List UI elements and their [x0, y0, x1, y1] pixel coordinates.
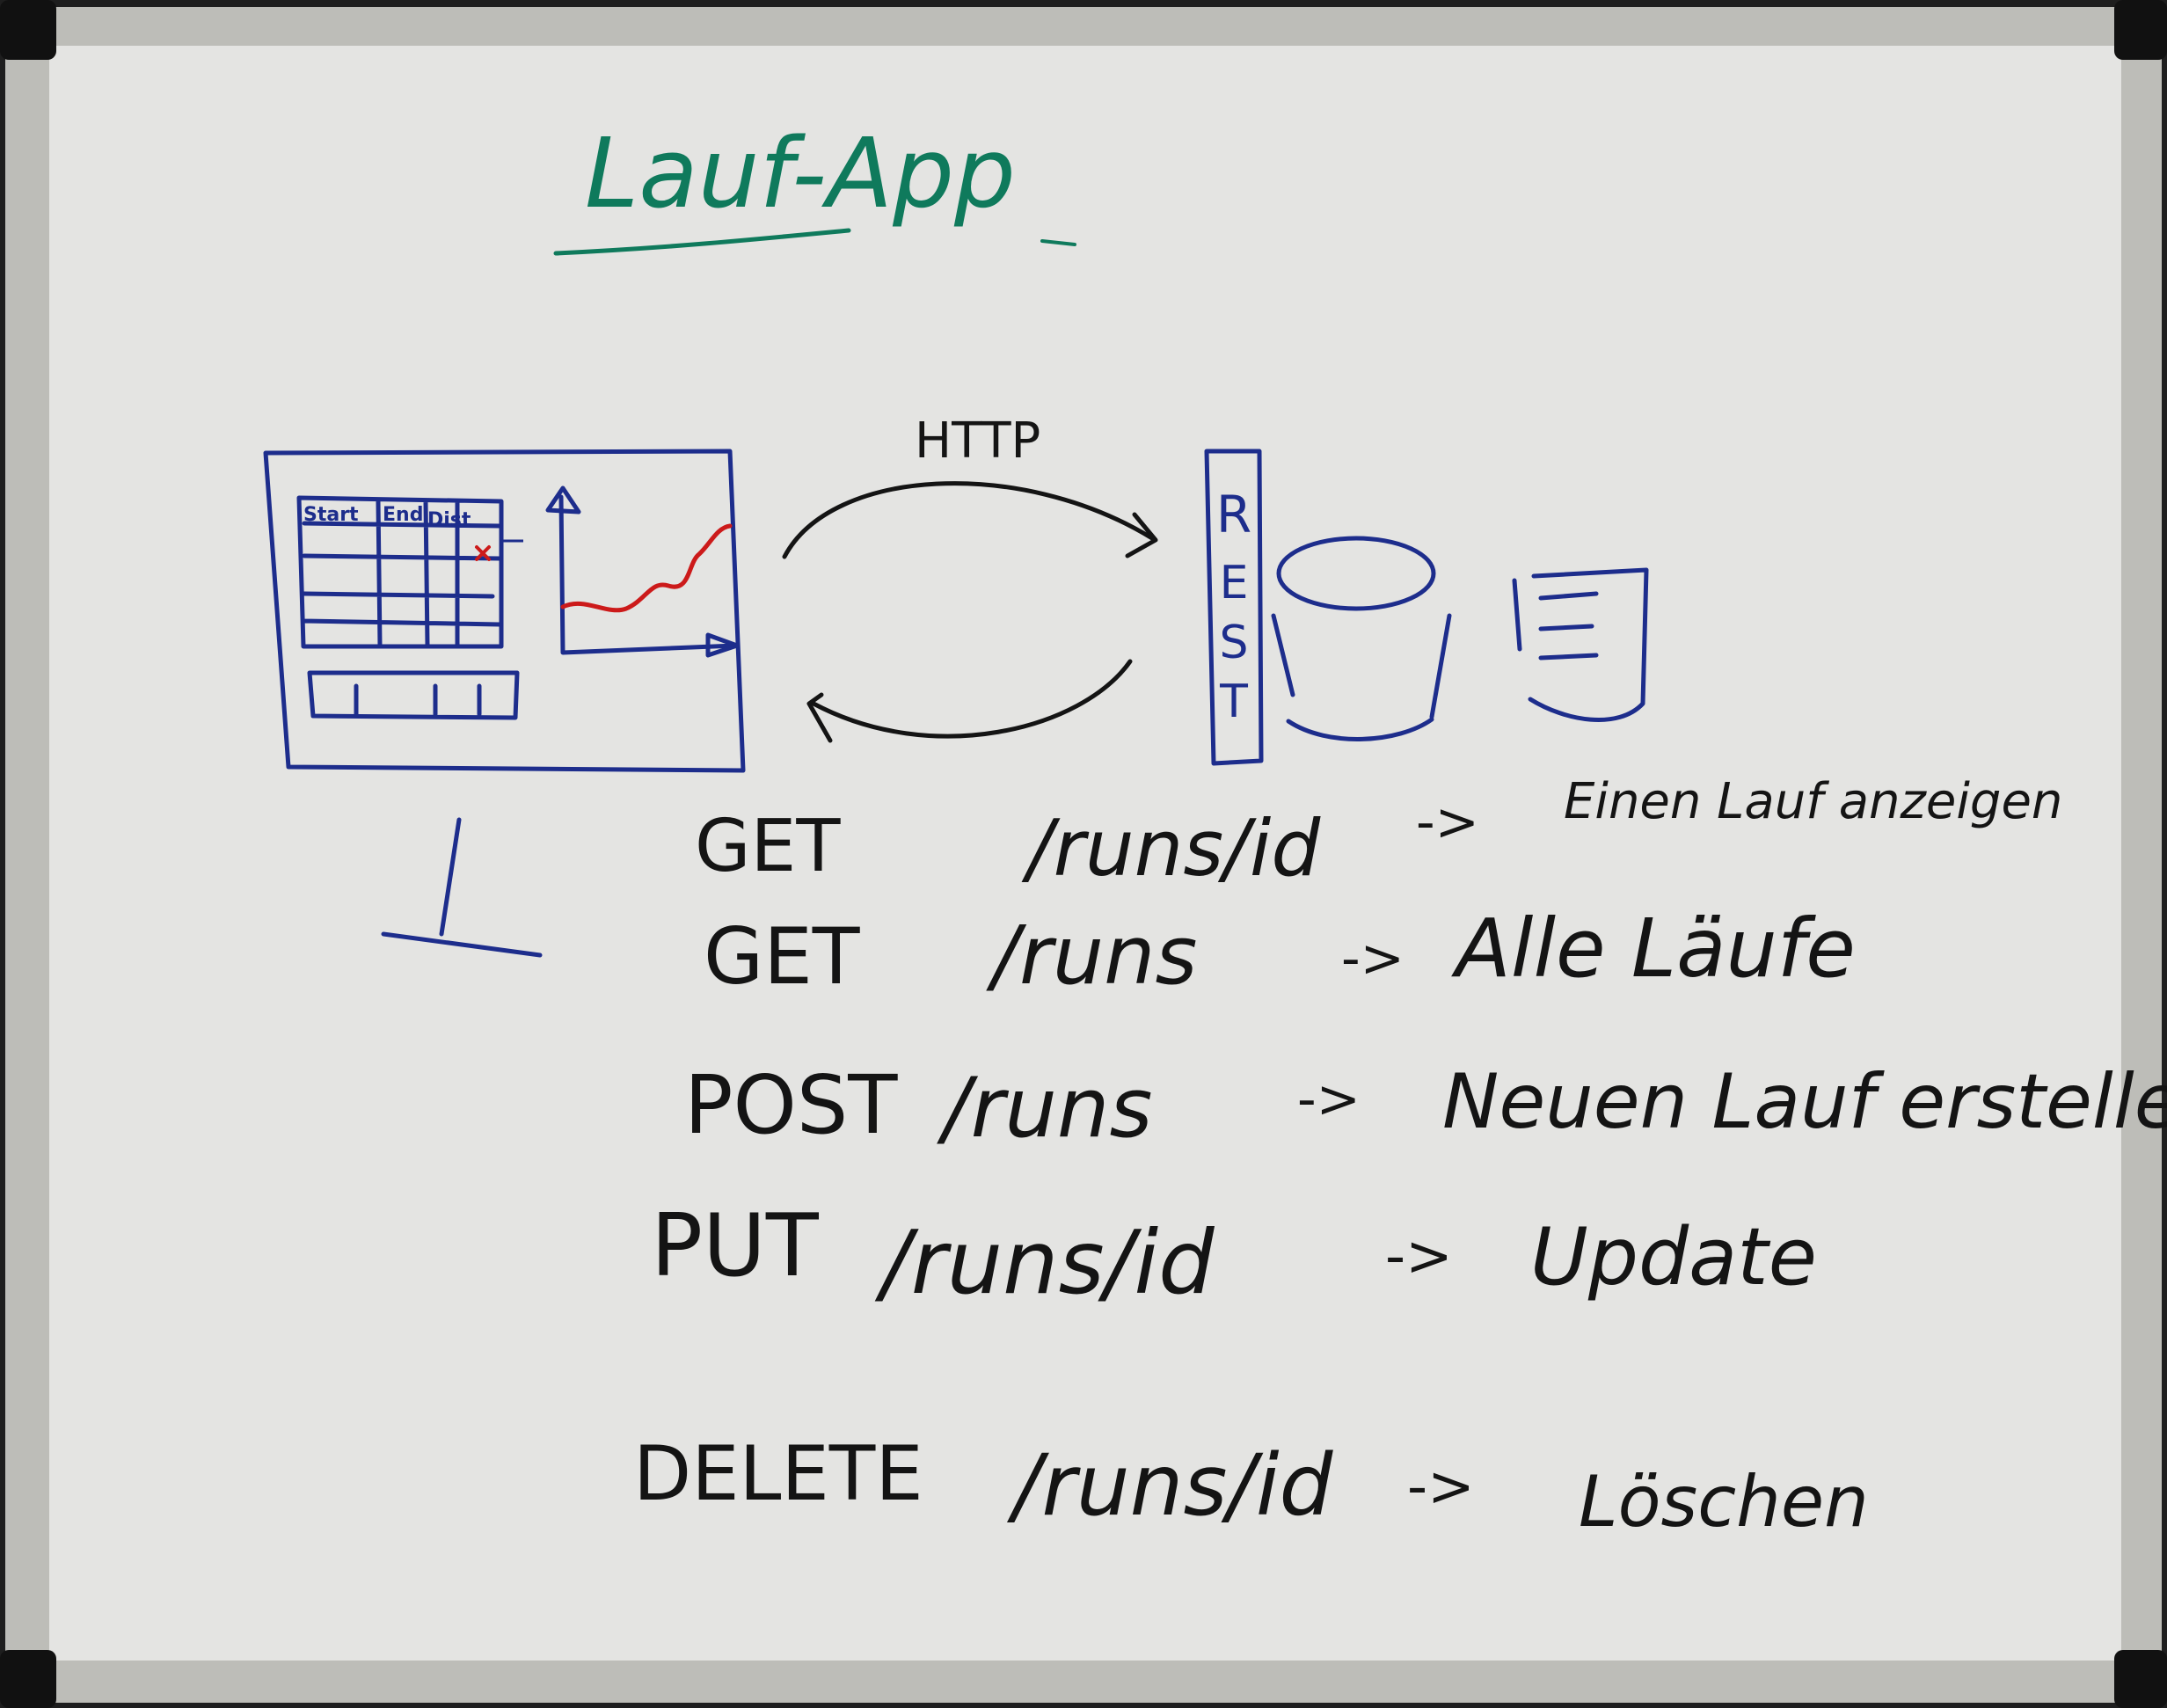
endpoint-method: GET — [704, 911, 861, 1002]
chart-data-line — [560, 523, 733, 613]
monitor-icon — [263, 449, 746, 958]
endpoint-path: /runs/id — [1006, 1436, 1334, 1535]
endpoint-method: POST — [684, 1058, 898, 1152]
chart-x-arrowhead — [705, 632, 740, 658]
rest-letter-r: R — [1216, 485, 1251, 544]
document-icon — [1512, 567, 1649, 722]
endpoint-row: GET /runs/id -> Einen Lauf anzeigen — [695, 773, 2062, 894]
corner-cap-br — [2114, 1650, 2167, 1708]
rest-letter-s: S — [1219, 617, 1248, 669]
endpoint-description: Neuen Lauf erstellen — [1442, 1058, 2167, 1146]
monitor-base — [381, 931, 543, 958]
rest-server: R E S T — [1204, 449, 1264, 766]
endpoint-method: GET — [695, 805, 841, 888]
table-grid — [296, 495, 504, 649]
http-arrows — [782, 481, 1158, 743]
database-icon — [1271, 536, 1452, 741]
endpoint-path: /runs/id — [1021, 803, 1321, 894]
endpoint-arrow: -> — [1297, 1069, 1361, 1130]
rest-letter-t: T — [1219, 675, 1248, 728]
board-surface — [49, 46, 2121, 1661]
table-header-end: End — [383, 504, 423, 526]
endpoint-arrow: -> — [1385, 1224, 1453, 1289]
endpoint-path: /runs/id — [874, 1211, 1215, 1314]
corner-cap-tl — [0, 0, 56, 60]
title-underline-tail — [1040, 239, 1076, 246]
endpoint-method: PUT — [651, 1196, 820, 1296]
response-arrow — [811, 659, 1133, 739]
table-header-start: Start — [303, 504, 359, 526]
request-arrow — [782, 481, 1155, 559]
http-label: HTTP — [915, 412, 1040, 470]
endpoint-path: /runs — [986, 909, 1197, 1003]
rest-box — [1204, 449, 1264, 766]
document-outline — [1512, 567, 1649, 722]
endpoint-path: /runs — [937, 1061, 1152, 1157]
title-group: Lauf-App — [553, 117, 1076, 256]
corner-cap-tr — [2114, 0, 2167, 60]
endpoint-row: GET /runs -> Alle Läufe — [704, 901, 1856, 1003]
database-top — [1276, 536, 1436, 611]
table-header-dist: Dist — [427, 509, 471, 531]
endpoint-description: Update — [1530, 1211, 1817, 1303]
endpoint-method: DELETE — [633, 1430, 923, 1518]
endpoint-description: Einen Lauf anzeigen — [1564, 773, 2062, 830]
board-title: Lauf-App — [585, 117, 1016, 230]
database-body — [1271, 613, 1452, 741]
endpoint-row: POST /runs -> Neuen Lauf erstellen — [684, 1058, 2167, 1157]
delete-x-icon — [475, 545, 491, 561]
chart-y-axis — [558, 494, 738, 655]
endpoint-row: DELETE /runs/id -> Löschen — [633, 1430, 1869, 1543]
document-lines — [1538, 591, 1599, 661]
endpoint-arrow: -> — [1341, 928, 1405, 989]
endpoint-description: Löschen — [1579, 1461, 1869, 1543]
request-arrowhead — [1125, 512, 1158, 558]
endpoint-row: PUT /runs/id -> Update — [651, 1196, 1817, 1314]
endpoint-description: Alle Läufe — [1451, 901, 1856, 996]
title-underline — [553, 228, 851, 256]
chart-y-arrowhead — [545, 485, 581, 515]
monitor-stand — [439, 817, 462, 937]
monitor-screen — [263, 449, 746, 773]
table-headers: Start End Dist — [303, 504, 471, 531]
endpoint-arrow: -> — [1416, 792, 1479, 853]
endpoint-arrow: -> — [1407, 1455, 1475, 1520]
corner-cap-bl — [0, 1650, 56, 1708]
button-bar — [307, 670, 520, 720]
endpoint-list: GET /runs/id -> Einen Lauf anzeigen GET … — [633, 773, 2167, 1543]
response-arrowhead — [806, 692, 833, 743]
rest-letter-e: E — [1220, 557, 1249, 609]
